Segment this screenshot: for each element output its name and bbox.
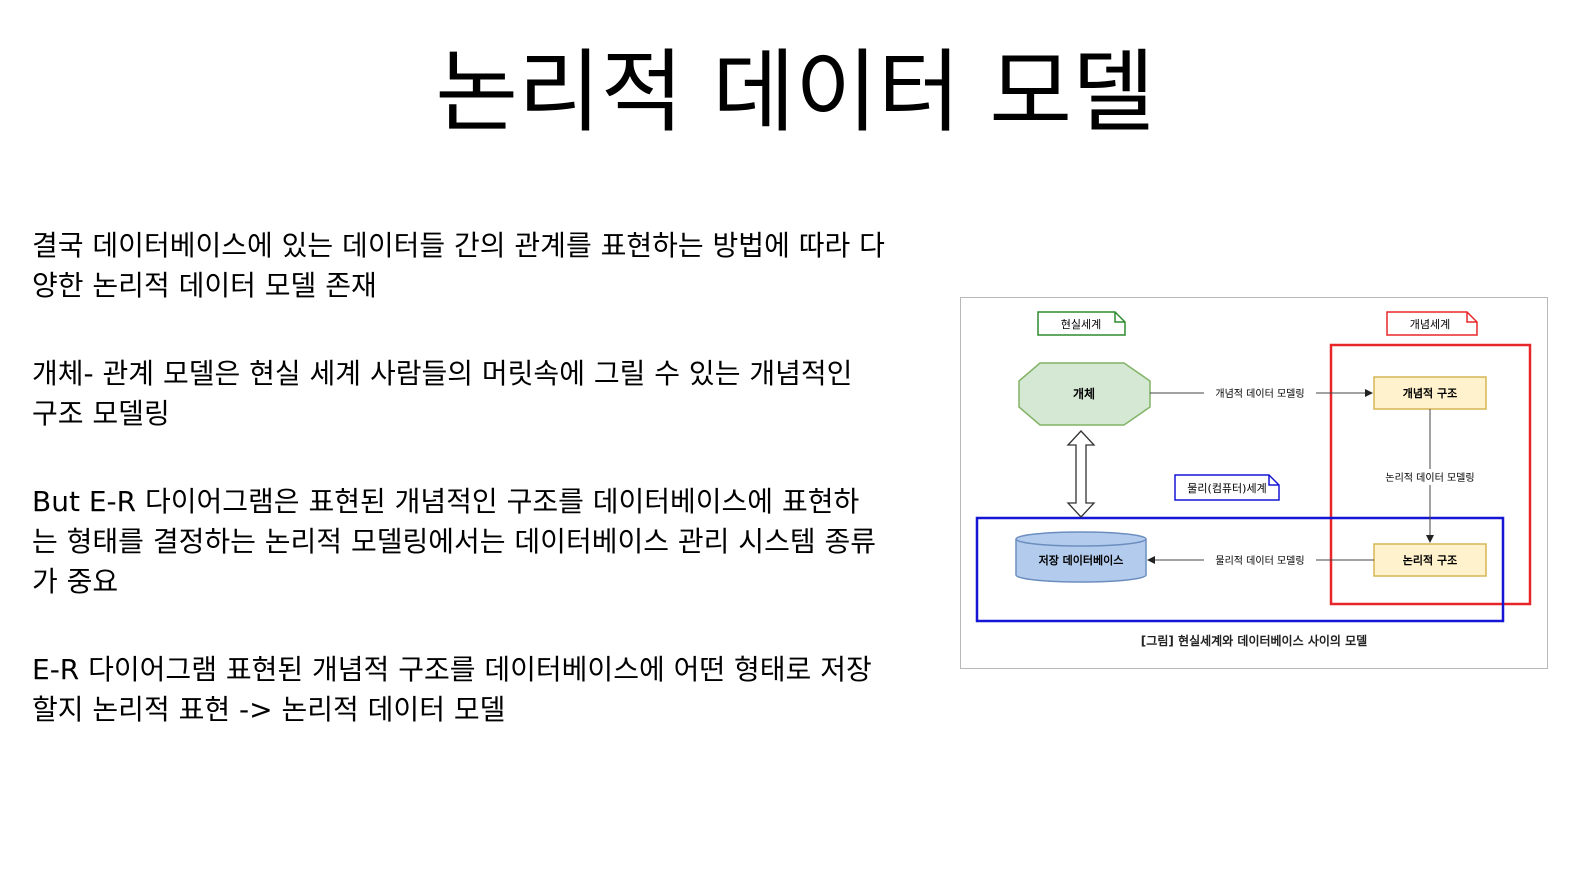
logical-structure-node: 논리적 구조 [1373,543,1487,577]
storage-db-label: 저장 데이터베이스 [1039,553,1124,567]
model-diagram: 현실세계 개념세계 물리(컴퓨터)세계 개체 개념적 구조 논리적 구조 [960,297,1548,669]
note-concept-world-label: 개념세계 [1410,318,1450,331]
edge-logical-label: 논리적 데이터 모델링 [1385,472,1474,484]
edge-physical-modeling: 물리적 데이터 모델링 [1147,552,1374,568]
edge-conceptual-modeling: 개념적 데이터 모델링 [1150,385,1373,401]
paragraph-1: 결국 데이터베이스에 있는 데이터들 간의 관계를 표현하는 방법에 따라 다 … [32,229,885,302]
note-real-world-label: 현실세계 [1061,318,1101,331]
physical-world-region [975,516,1505,623]
concept-world-region [1329,343,1532,606]
note-real-world: 현실세계 [1037,311,1126,336]
logical-structure-label: 논리적 구조 [1403,553,1457,567]
edge-conceptual-label: 개념적 데이터 모델링 [1215,388,1304,400]
note-physical-world: 물리(컴퓨터)세계 [1174,474,1280,501]
figure-caption: [그림] 현실세계와 데이터베이스 사이의 모델 [1141,633,1367,648]
entity-node-label: 개체 [1073,386,1095,401]
bidirectional-arrow [1066,430,1096,518]
paragraph-4: E-R 다이어그램 표현된 개념적 구조를 데이터베이스에 어떤 형태로 저장 … [32,653,872,726]
conceptual-structure-label: 개념적 구조 [1403,386,1457,400]
note-physical-world-label: 물리(컴퓨터)세계 [1187,482,1266,495]
entity-node: 개체 [1018,362,1151,426]
edge-physical-label: 물리적 데이터 모델링 [1215,555,1304,567]
slide-title: 논리적 데이터 모델 [435,40,1155,145]
conceptual-structure-node: 개념적 구조 [1373,376,1487,410]
edge-logical-modeling: 논리적 데이터 모델링 [1374,409,1486,543]
paragraph-3: But E-R 다이어그램은 표현된 개념적인 구조를 데이터베이스에 표현하 … [32,485,877,598]
storage-db-node: 저장 데이터베이스 [1015,531,1147,583]
note-concept-world: 개념세계 [1386,311,1478,336]
model-diagram-svg: 현실세계 개념세계 물리(컴퓨터)세계 개체 개념적 구조 논리적 구조 [960,297,1548,669]
paragraph-2: 개체- 관계 모델은 현실 세계 사람들의 머릿속에 그릴 수 있는 개념적인 … [32,357,853,430]
